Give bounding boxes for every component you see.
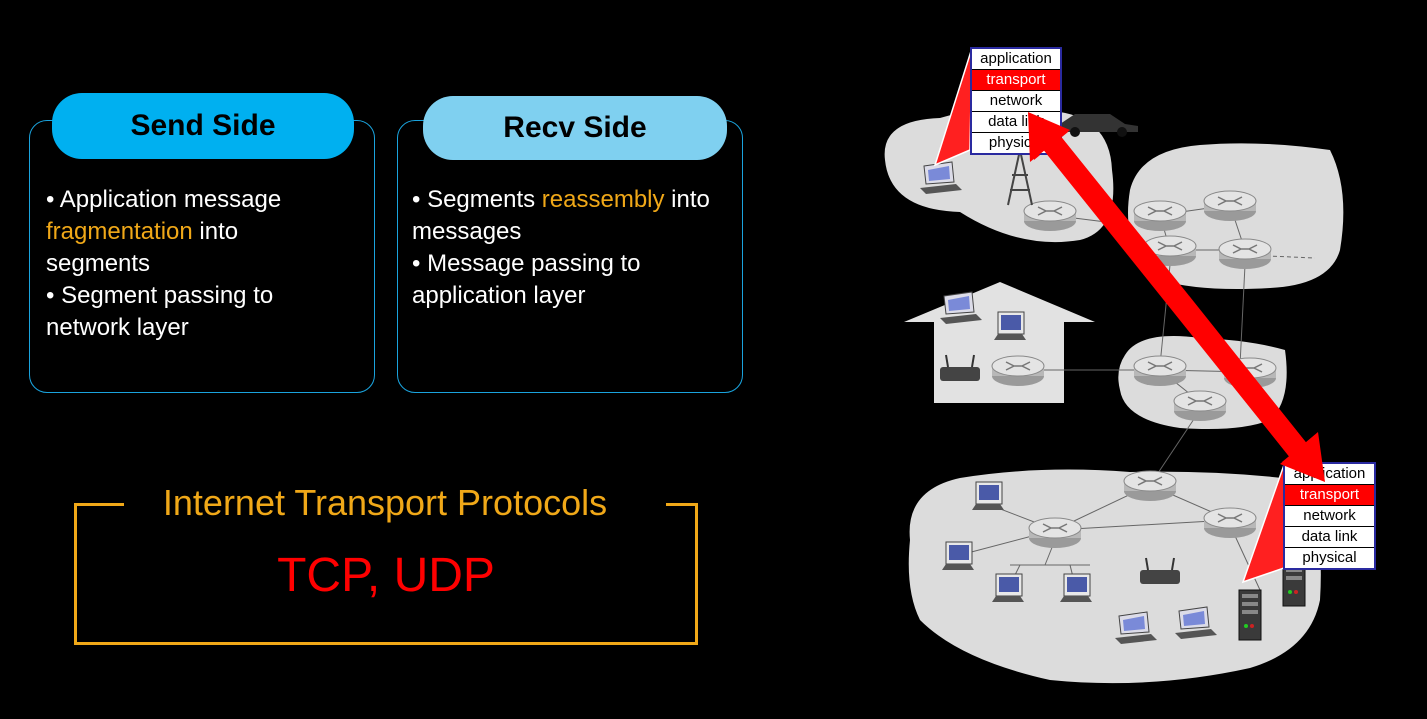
recv-side-bullet-1: • Segments reassembly into messages (412, 186, 710, 245)
pc-icon (993, 311, 1027, 341)
fragmentation-highlight: fragmentation (46, 218, 193, 245)
stack-layer-transport: transport (1285, 485, 1374, 506)
recv-side-text: • Segments reassembly into messages • Me… (412, 184, 722, 312)
cell-tower-icon (1007, 149, 1033, 206)
router-icon (1203, 190, 1257, 222)
pc-icon (941, 541, 975, 571)
stack-layer-data-link: data link (1285, 527, 1374, 548)
router-icon (1028, 517, 1082, 549)
router-icon (991, 355, 1045, 387)
wireless-router-icon (940, 354, 980, 381)
reassembly-highlight: reassembly (541, 186, 665, 213)
send-side-bullet-2: • Segment passing to network layer (46, 282, 274, 341)
stack-layer-data-link: data link (972, 112, 1060, 133)
pc-icon (991, 573, 1025, 603)
send-side-title: Send Side (52, 93, 354, 159)
stack-layer-network: network (972, 91, 1060, 112)
recv-side-title: Recv Side (423, 96, 727, 160)
bracket-top-right (666, 503, 698, 506)
protocols-main: TCP, UDP (277, 549, 495, 602)
protocols-bracket (74, 503, 698, 645)
router-icon (1133, 355, 1187, 387)
protocol-stack-top: application transport network data link … (970, 47, 1062, 155)
bracket-top-left (74, 503, 124, 506)
protocols-title: Internet Transport Protocols (162, 482, 608, 523)
stack-layer-application: application (1285, 464, 1374, 485)
stack-layer-transport: transport (972, 70, 1060, 91)
router-icon (1023, 200, 1077, 232)
stack-layer-network: network (1285, 506, 1374, 527)
router-icon (1133, 200, 1187, 232)
protocol-stack-bottom: application transport network data link … (1283, 462, 1376, 570)
pc-icon (971, 481, 1005, 511)
send-side-bullet-1: • Application message fragmentation into… (46, 186, 282, 277)
server-icon (1238, 589, 1262, 641)
router-icon (1123, 470, 1177, 502)
recv-side-bullet-2: • Message passing to application layer (412, 250, 641, 309)
pc-icon (1059, 573, 1093, 603)
stack-layer-physical: physical (1302, 549, 1357, 566)
router-icon (1173, 390, 1227, 422)
send-side-text: • Application message fragmentation into… (46, 184, 346, 344)
stack-pointer-top (933, 47, 973, 167)
router-icon (1203, 507, 1257, 539)
stack-layer-physical: physical (988, 134, 1044, 151)
stack-layer-application: application (972, 49, 1060, 70)
router-icon (1218, 238, 1272, 270)
wireless-router-icon (1140, 557, 1180, 584)
